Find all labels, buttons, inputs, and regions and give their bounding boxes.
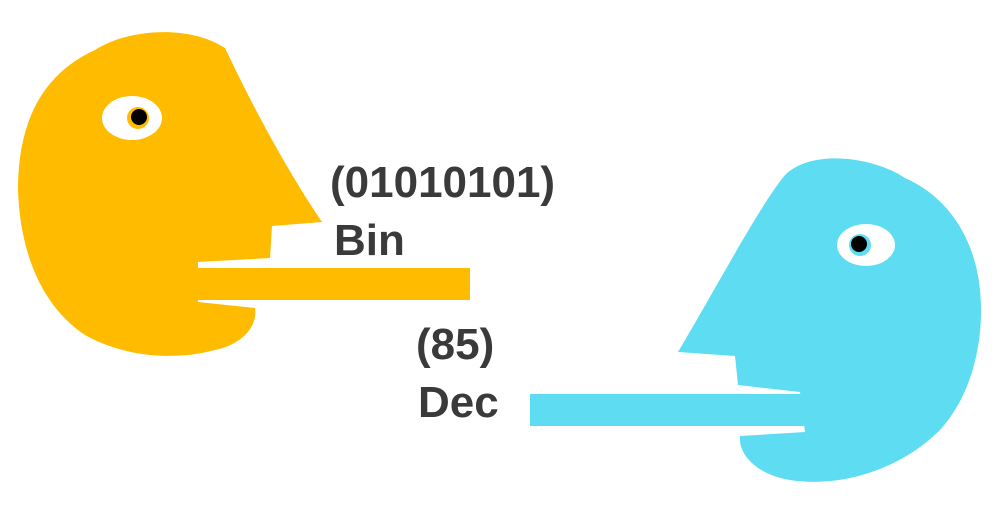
left-tongue	[198, 268, 470, 300]
left-head	[18, 32, 470, 356]
decimal-value-label: (85)	[416, 320, 495, 369]
right-tongue	[530, 394, 805, 426]
right-head	[530, 158, 982, 482]
right-head-face	[678, 158, 982, 482]
left-head-face	[18, 32, 322, 356]
decimal-base-label: Dec	[418, 378, 499, 427]
left-pupil	[131, 109, 147, 125]
binary-base-label: Bin	[334, 216, 405, 265]
binary-value-label: (01010101)	[330, 158, 556, 207]
right-pupil	[851, 236, 867, 252]
